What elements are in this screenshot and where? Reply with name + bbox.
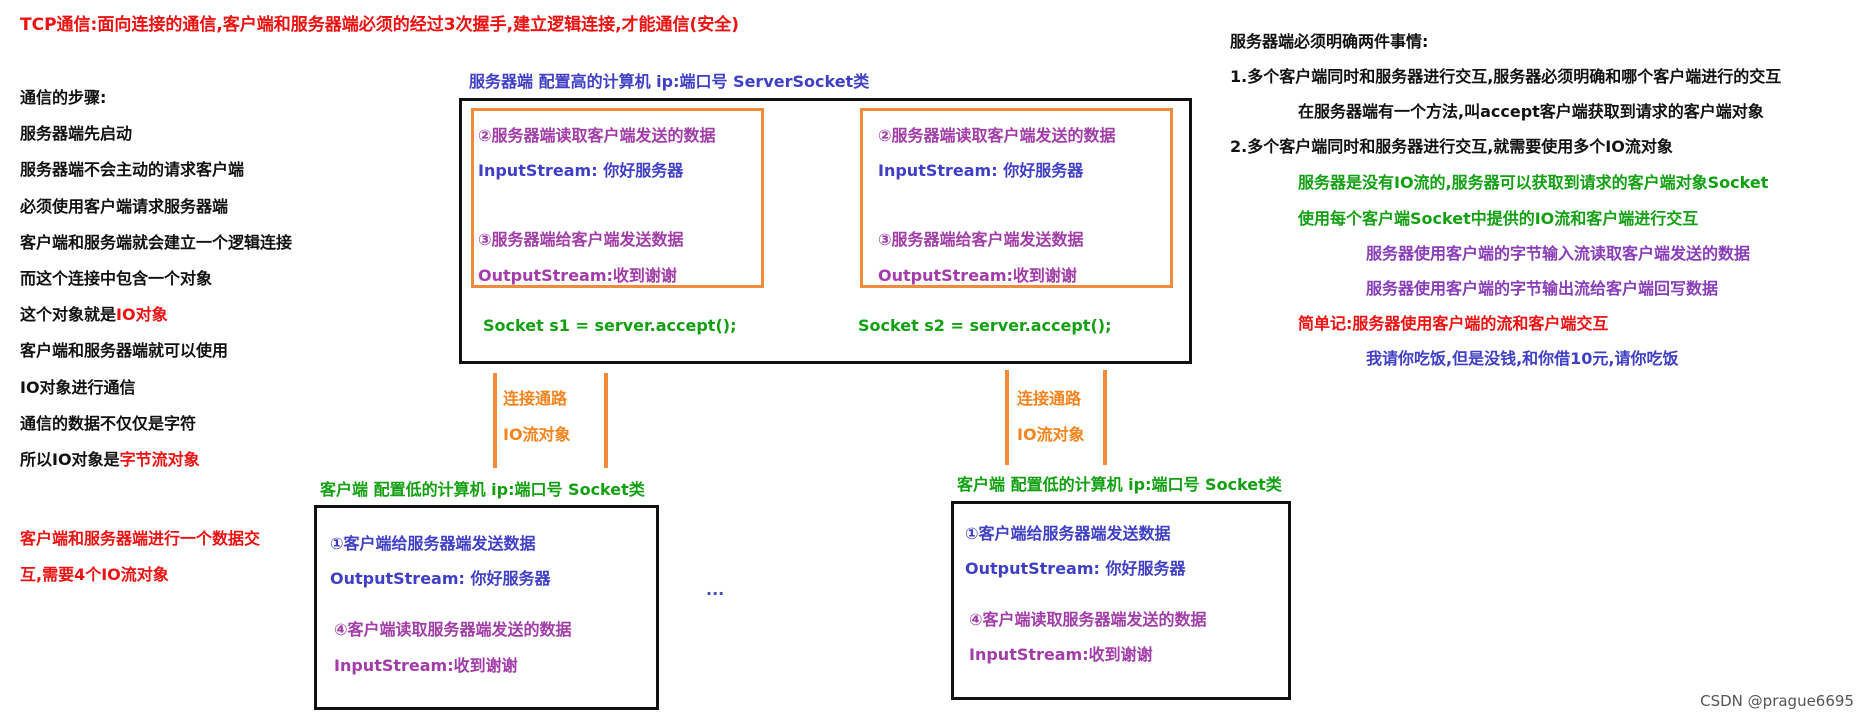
right-item-1: 1.多个客户端同时和服务器进行交互,服务器必须明确和哪个客户端进行的交互 xyxy=(1230,67,1782,86)
server-output-stream-1: OutputStream:收到谢谢 xyxy=(478,266,677,285)
socket-s1-code: Socket s1 = server.accept(); xyxy=(483,316,737,335)
client-read-step-2: ④客户端读取服务器端发送的数据 xyxy=(969,610,1207,629)
server-stream-box-2 xyxy=(860,108,1173,288)
watermark: CSDN @prague6695 xyxy=(1700,692,1854,710)
right-blue-note: 我请你吃饭,但是没钱,和你借10元,请你吃饭 xyxy=(1366,349,1679,368)
server-read-step-2: ②服务器端读取客户端发送的数据 xyxy=(878,126,1116,145)
connection-line-right-1 xyxy=(604,373,608,468)
page-title: TCP通信:面向连接的通信,客户端和服务器端必须的经过3次握手,建立逻辑连接,才… xyxy=(20,15,740,35)
server-caption: 服务器端 配置高的计算机 ip:端口号 ServerSocket类 xyxy=(469,72,870,91)
more-clients-ellipsis: ... xyxy=(706,580,725,599)
socket-s2-code: Socket s2 = server.accept(); xyxy=(858,316,1112,335)
step-line: IO对象进行通信 xyxy=(20,377,136,397)
note-line: 互,需要4个IO流对象 xyxy=(20,565,169,584)
note-line: 客户端和服务器端进行一个数据交 xyxy=(20,529,261,548)
step-highlight: IO对象 xyxy=(116,305,168,325)
step-line: 这个对象就是IO对象 xyxy=(20,297,292,333)
connection-label-1a: 连接通路 xyxy=(503,389,568,408)
client-input-stream-2: InputStream:收到谢谢 xyxy=(969,645,1153,664)
server-box xyxy=(459,98,1192,364)
step-text: 所以IO对象是 xyxy=(20,449,120,469)
step-line: 通信的数据不仅仅是字符 xyxy=(20,413,197,433)
right-item-2: 2.多个客户端同时和服务器进行交互,就需要使用多个IO流对象 xyxy=(1230,137,1673,156)
server-send-step-1: ③服务器端给客户端发送数据 xyxy=(478,230,684,249)
client-output-stream-1: OutputStream: 你好服务器 xyxy=(330,569,551,588)
right-red-note: 简单记:服务器使用客户端的流和客户端交互 xyxy=(1298,314,1609,333)
connection-label-1b: IO流对象 xyxy=(503,425,571,444)
client-box-1 xyxy=(314,505,659,710)
connection-line-right-2 xyxy=(1103,370,1107,465)
client-caption-1: 客户端 配置低的计算机 ip:端口号 Socket类 xyxy=(320,480,645,499)
server-stream-box-1 xyxy=(471,108,764,288)
client-box-2 xyxy=(951,501,1291,700)
client-caption-2: 客户端 配置低的计算机 ip:端口号 Socket类 xyxy=(957,475,1282,494)
client-read-step-1: ④客户端读取服务器端发送的数据 xyxy=(334,620,572,639)
io-stream-note: 客户端和服务器端进行一个数据交 互,需要4个IO流对象 xyxy=(20,521,260,593)
steps-list: 通信的步骤: 服务器端先启动 服务器端不会主动的请求客户端 必须使用客户端请求服… xyxy=(20,80,292,478)
right-violet-line-2: 服务器使用客户端的字节输出流给客户端回写数据 xyxy=(1366,279,1719,298)
connection-line-left-1 xyxy=(493,373,497,468)
server-send-step-2: ③服务器端给客户端发送数据 xyxy=(878,230,1084,249)
step-line: 客户端和服务端就会建立一个逻辑连接 xyxy=(20,232,293,252)
connection-label-2b: IO流对象 xyxy=(1017,425,1085,444)
step-line: 而这个连接中包含一个对象 xyxy=(20,268,213,288)
server-input-stream-2: InputStream: 你好服务器 xyxy=(878,161,1084,180)
server-input-stream-1: InputStream: 你好服务器 xyxy=(478,161,684,180)
right-green-line-2: 使用每个客户端Socket中提供的IO流和客户端进行交互 xyxy=(1298,209,1699,228)
step-text: 这个对象就是 xyxy=(20,305,117,325)
step-line: 所以IO对象是字节流对象 xyxy=(20,442,292,478)
right-violet-line-1: 服务器使用客户端的字节输入流读取客户端发送的数据 xyxy=(1366,244,1751,263)
client-output-stream-2: OutputStream: 你好服务器 xyxy=(965,559,1186,578)
step-line: 服务器端不会主动的请求客户端 xyxy=(20,160,245,180)
steps-heading: 通信的步骤: xyxy=(20,88,107,107)
connection-label-2a: 连接通路 xyxy=(1017,389,1082,408)
step-line: 客户端和服务器端就可以使用 xyxy=(20,341,229,361)
right-heading: 服务器端必须明确两件事情: xyxy=(1230,32,1429,51)
step-highlight: 字节流对象 xyxy=(119,449,200,469)
client-input-stream-1: InputStream:收到谢谢 xyxy=(334,656,518,675)
right-item-1-sub: 在服务器端有一个方法,叫accept客户端获取到请求的客户端对象 xyxy=(1298,102,1764,121)
server-read-step-1: ②服务器端读取客户端发送的数据 xyxy=(478,126,716,145)
connection-line-left-2 xyxy=(1005,370,1009,465)
server-output-stream-2: OutputStream:收到谢谢 xyxy=(878,266,1077,285)
client-send-step-1: ①客户端给服务器端发送数据 xyxy=(330,534,536,553)
client-send-step-2: ①客户端给服务器端发送数据 xyxy=(965,524,1171,543)
right-green-line-1: 服务器是没有IO流的,服务器可以获取到请求的客户端对象Socket xyxy=(1298,173,1769,192)
step-line: 服务器端先启动 xyxy=(20,124,133,144)
step-line: 必须使用客户端请求服务器端 xyxy=(20,196,229,216)
